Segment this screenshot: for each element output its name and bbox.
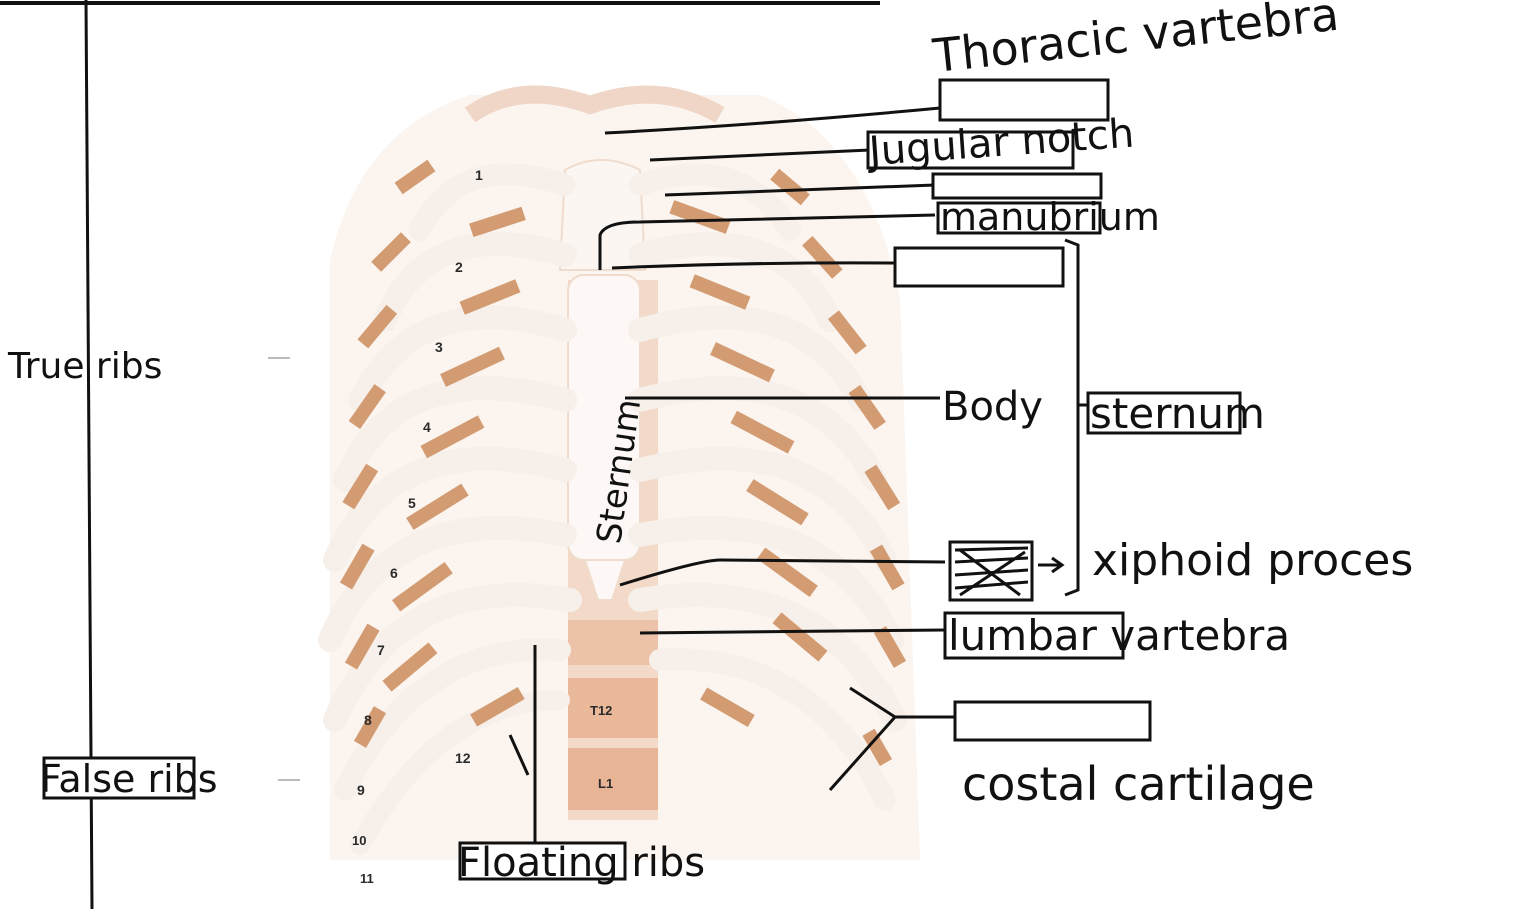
label-true-ribs: True ribs [7,346,162,387]
rib-number-3: 3 [435,339,443,355]
vertebra-label-l1: L1 [598,776,613,791]
rib-number-2: 2 [455,259,463,275]
rib-number-6: 6 [390,565,398,581]
vertebra-t11 [568,620,658,665]
rib-number-12: 12 [455,750,471,766]
rib-number-1: 1 [475,167,483,183]
rib-number-11: 11 [360,871,374,886]
rib-number-7: 7 [377,642,385,658]
rib-number-10: 10 [352,833,366,848]
box-costal-cartilage[interactable] [955,702,1150,740]
label-xiphoid-process: xiphoid proces [1092,535,1413,586]
label-false-ribs: False ribs [40,757,218,801]
label-lumbar-vertebra: lumbar vartebra [948,611,1290,660]
vertebra-t12 [568,678,658,738]
label-body: Body [942,384,1043,430]
label-thoracic-vertebra: Thoracic vartebra [930,0,1342,83]
rib-number-9: 9 [357,782,365,798]
vertebra-label-t12: T12 [590,703,612,718]
label-jugular-notch: Jugular notch [864,111,1135,176]
rib-number-4: 4 [423,419,431,435]
label-costal-cartilage: costal cartilage [962,757,1315,811]
label-manubrium: manubrium [940,195,1160,239]
label-floating-ribs: Floating ribs [458,840,705,886]
rib-number-5: 5 [408,495,416,511]
box-blank-1[interactable] [895,248,1063,286]
rib-number-8: 8 [364,712,372,728]
label-sternum: sternum [1090,389,1265,438]
sternum-bracket [1065,240,1078,595]
